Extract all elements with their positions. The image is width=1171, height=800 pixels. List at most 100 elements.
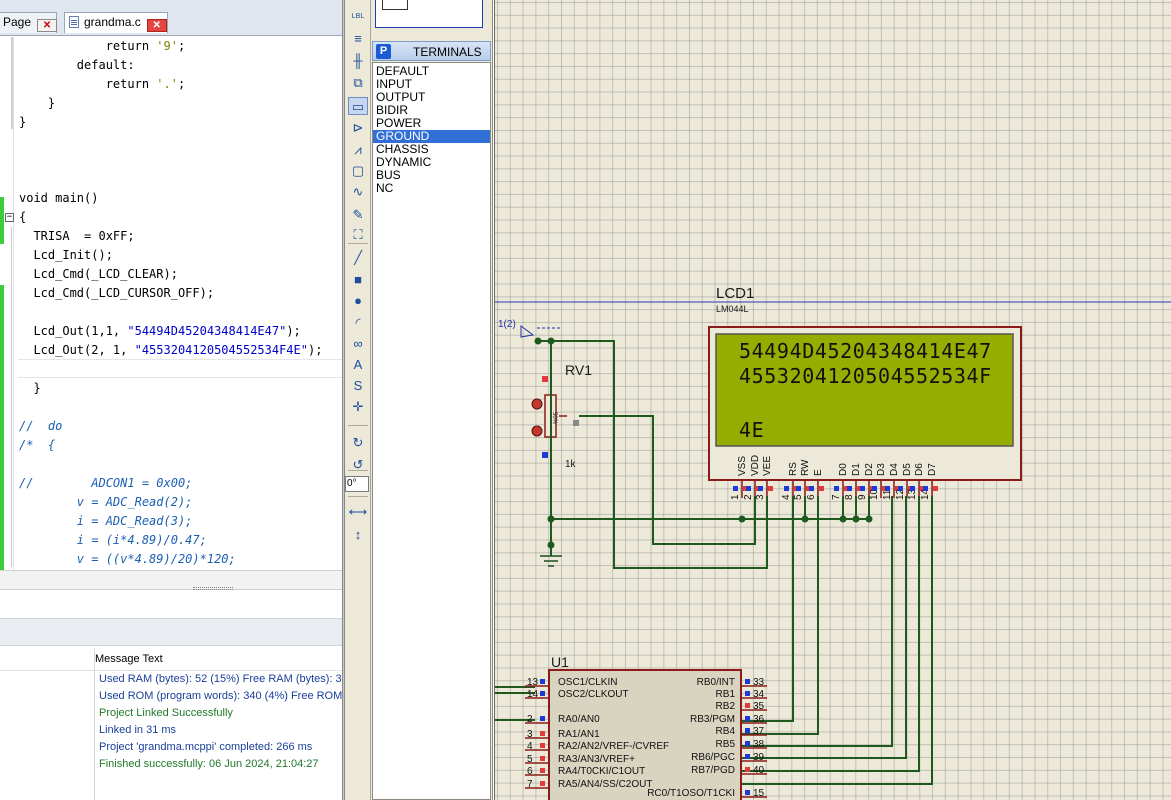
terminal-item-chassis[interactable]: CHASSIS bbox=[376, 142, 429, 156]
code-line[interactable]: Lcd_Cmd(_LCD_CLEAR); bbox=[19, 267, 178, 281]
code-line[interactable]: v = ADC_Read(2); bbox=[19, 495, 193, 509]
pin-marker bbox=[745, 716, 750, 721]
pin-marker bbox=[885, 486, 890, 491]
lcd-pin-name: E bbox=[813, 469, 824, 476]
tab-grandma-c[interactable]: grandma.c✕ bbox=[64, 12, 168, 33]
message-text-column-header[interactable]: Message Text bbox=[95, 653, 163, 665]
terminal-item-bidir[interactable]: BIDIR bbox=[376, 103, 409, 117]
rotation-angle-field[interactable]: 0° bbox=[345, 476, 369, 492]
code-line[interactable]: Lcd_Out(1,1, "54494D45204348414E47"); bbox=[19, 324, 301, 338]
terminal-item-default[interactable]: DEFAULT bbox=[376, 64, 430, 78]
terminal-item-output[interactable]: OUTPUT bbox=[376, 90, 426, 104]
mcu-pin-name: RA1/AN1 bbox=[558, 729, 600, 740]
message-line[interactable]: Project Linked Successfully bbox=[99, 707, 233, 719]
subcircuit-mode-icon[interactable]: ⧉ bbox=[353, 75, 363, 90]
lcd-module[interactable]: LCD1 LM044L 54494D45204348414E47 4553204… bbox=[708, 285, 1022, 500]
code-line[interactable]: return '9'; bbox=[19, 39, 186, 53]
splitter-grip[interactable] bbox=[193, 587, 233, 590]
message-line[interactable]: Finished successfully: 06 Jun 2024, 21:0… bbox=[99, 758, 319, 770]
terminal-item-power[interactable]: POWER bbox=[376, 116, 422, 130]
wires bbox=[495, 340, 933, 785]
mirror-horizontal-icon[interactable]: ⟷ bbox=[348, 504, 368, 519]
code-line[interactable]: } bbox=[19, 115, 27, 129]
line-mode-icon[interactable]: ╱ bbox=[354, 250, 362, 265]
code-line[interactable]: TRISA = 0xFF; bbox=[19, 229, 135, 243]
tape-recorder-icon[interactable]: ▢ bbox=[351, 163, 365, 178]
tab-start-page[interactable]: Page✕ bbox=[0, 12, 58, 33]
terminal-item-input[interactable]: INPUT bbox=[376, 77, 412, 91]
terminal-item-nc[interactable]: NC bbox=[376, 181, 394, 195]
power-terminal[interactable]: 1(2) bbox=[498, 319, 561, 338]
lcd-pin-number: 6 bbox=[806, 494, 817, 500]
close-icon[interactable]: ✕ bbox=[146, 19, 167, 32]
label-mode-icon[interactable]: LBL bbox=[351, 13, 365, 20]
code-line[interactable]: Lcd_Init(); bbox=[19, 248, 113, 262]
code-line[interactable]: void main() bbox=[19, 191, 99, 205]
message-line[interactable]: Used ROM (program words): 340 (4%) Free … bbox=[99, 690, 343, 702]
header-divider bbox=[0, 670, 343, 671]
text-mode-icon[interactable]: A bbox=[353, 357, 363, 372]
device-pins-mode-icon[interactable]: ⊳ bbox=[352, 120, 364, 135]
code-line[interactable]: v = ((v*4.89)/20)*120; bbox=[19, 552, 236, 566]
code-line[interactable]: { bbox=[19, 210, 27, 224]
message-line[interactable]: Project 'grandma.mcppi' completed: 266 m… bbox=[99, 741, 313, 753]
text-script-icon[interactable]: ≡ bbox=[354, 31, 362, 46]
code-line[interactable]: } bbox=[19, 96, 56, 110]
rotate-anticlockwise-icon[interactable]: ↺ bbox=[352, 457, 364, 472]
box-mode-icon[interactable]: ■ bbox=[354, 272, 362, 287]
toolbar-separator bbox=[348, 496, 368, 497]
lcd-pin-number: 10 bbox=[869, 488, 880, 500]
pot-decrease-button[interactable] bbox=[531, 398, 543, 410]
code-line[interactable]: // ADCON1 = 0x00; bbox=[19, 476, 193, 490]
code-line[interactable]: i = ADC_Read(3); bbox=[19, 514, 193, 528]
generator-mode-icon[interactable]: ∿ bbox=[352, 184, 364, 199]
rotate-clockwise-icon[interactable]: ↻ bbox=[352, 435, 364, 450]
code-line[interactable]: i = (i*4.89)/0.47; bbox=[19, 533, 207, 547]
circle-mode-icon[interactable]: ● bbox=[354, 293, 362, 308]
terminal-item-ground[interactable]: GROUND bbox=[373, 130, 490, 143]
mcu-pin-number: 2 bbox=[527, 714, 533, 725]
editor-horizontal-scrollbar[interactable] bbox=[0, 570, 343, 590]
code-line[interactable]: Lcd_Cmd(_LCD_CURSOR_OFF); bbox=[19, 286, 215, 300]
lcd-pin-name: D0 bbox=[838, 463, 849, 476]
code-text-area[interactable]: − return '9'; default: return '.'; }} voi… bbox=[0, 37, 343, 570]
symbol-mode-icon[interactable]: S bbox=[353, 378, 363, 393]
terminal-item-dynamic[interactable]: DYNAMIC bbox=[376, 155, 432, 169]
pick-devices-button[interactable]: P bbox=[376, 44, 391, 59]
code-line[interactable]: Lcd_Out(2, 1, "4553204120504552534F4E"); bbox=[19, 343, 323, 357]
message-line[interactable]: Used RAM (bytes): 52 (15%) Free RAM (byt… bbox=[99, 673, 342, 685]
mcu-pin-name: RB6/PGC bbox=[691, 752, 735, 763]
voltage-probe-icon[interactable]: ✎ bbox=[352, 207, 364, 222]
mcu-pin-name: RA5/AN4/SS/C2OUT bbox=[558, 779, 652, 790]
pot-increase-button[interactable] bbox=[531, 425, 543, 437]
pin-marker bbox=[745, 728, 750, 733]
pin-marker bbox=[743, 486, 748, 491]
mcu-pin-number: 4 bbox=[527, 741, 533, 752]
code-line[interactable]: } bbox=[19, 381, 41, 395]
lcd-pin-name: D7 bbox=[927, 463, 938, 476]
lcd-pin-number: 7 bbox=[831, 494, 842, 500]
close-icon[interactable]: ✕ bbox=[37, 19, 58, 32]
mirror-vertical-icon[interactable]: ↕ bbox=[354, 527, 362, 542]
window-splitter[interactable] bbox=[342, 0, 345, 800]
fold-toggle-icon[interactable]: − bbox=[5, 212, 14, 222]
modified-line-marker bbox=[0, 197, 4, 244]
terminal-item-bus[interactable]: BUS bbox=[376, 168, 401, 182]
arc-mode-icon[interactable]: ◜ bbox=[355, 315, 361, 330]
lcd-pin-name: VEE bbox=[762, 456, 773, 476]
schematic-canvas[interactable]: LCD1 LM044L 54494D45204348414E47 4553204… bbox=[494, 0, 1171, 800]
code-line[interactable]: // do bbox=[19, 419, 63, 433]
code-line[interactable]: default: bbox=[19, 58, 135, 72]
code-line[interactable]: /* { bbox=[19, 438, 56, 452]
terminals-mode-icon[interactable]: ▭ bbox=[348, 97, 368, 115]
bus-mode-icon[interactable]: ╫ bbox=[353, 53, 363, 68]
virtual-instruments-icon[interactable]: ⛶ bbox=[353, 227, 363, 242]
overview-window[interactable] bbox=[375, 0, 483, 28]
message-line[interactable]: Linked in 31 ms bbox=[99, 724, 177, 736]
path-mode-icon[interactable]: ∞ bbox=[353, 336, 363, 351]
graph-mode-icon[interactable]: ⩘ bbox=[354, 142, 362, 157]
code-line[interactable]: return '.'; bbox=[19, 77, 186, 91]
marker-mode-icon[interactable]: ✛ bbox=[352, 399, 364, 414]
